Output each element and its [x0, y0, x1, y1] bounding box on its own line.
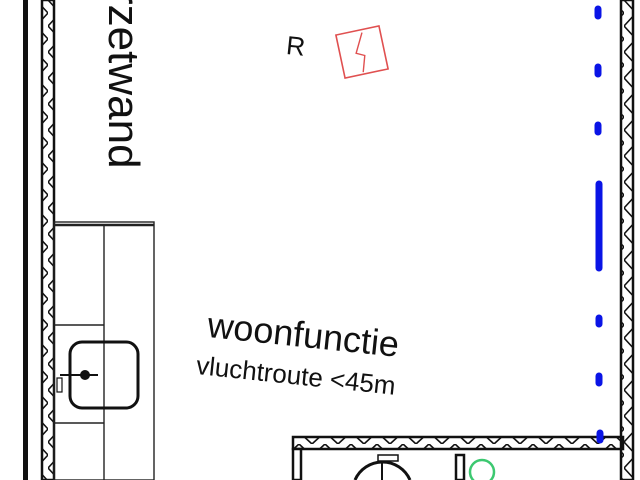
escape-route-line [594, 5, 604, 444]
smoke-detector-icon [334, 24, 390, 80]
toilet-icon [353, 454, 412, 480]
wall-label: rzetwand [99, 0, 148, 169]
right-wall [619, 0, 635, 480]
green-circle-symbol [468, 458, 496, 480]
sink-icon [56, 340, 140, 410]
kitchen-counter [53, 221, 155, 480]
bottom-wall [291, 435, 625, 480]
detector-label: R [284, 30, 307, 62]
left-wall [23, 0, 56, 480]
